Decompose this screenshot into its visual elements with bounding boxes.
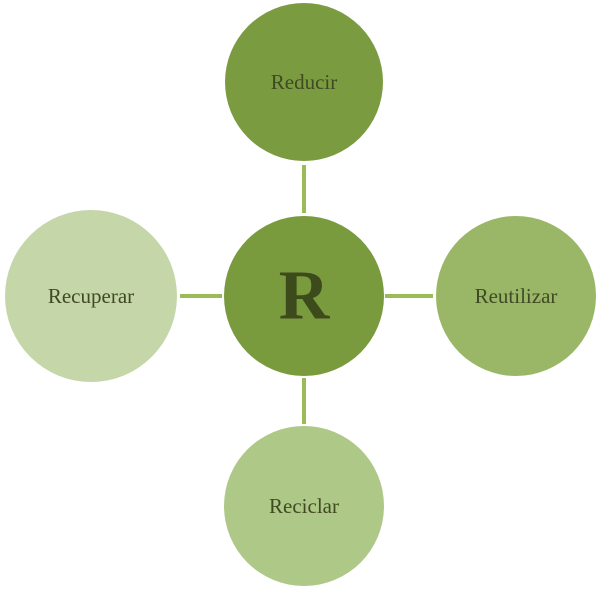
node-reutilizar-circle [436, 216, 596, 376]
node-center: R [224, 216, 384, 376]
node-reducir: Reducir [225, 3, 383, 161]
node-reciclar: Reciclar [224, 426, 384, 586]
node-reutilizar-label: Reutilizar [475, 284, 558, 308]
node-center-circle [224, 216, 384, 376]
node-center-label: R [279, 258, 331, 335]
node-reciclar-label: Reciclar [269, 494, 339, 518]
node-reducir-label: Reducir [271, 70, 337, 94]
node-reutilizar: Reutilizar [436, 216, 596, 376]
node-recuperar-circle [5, 210, 177, 382]
node-recuperar-label: Recuperar [48, 284, 134, 308]
node-recuperar: Recuperar [5, 210, 177, 382]
node-reducir-circle [225, 3, 383, 161]
node-reciclar-circle [224, 426, 384, 586]
